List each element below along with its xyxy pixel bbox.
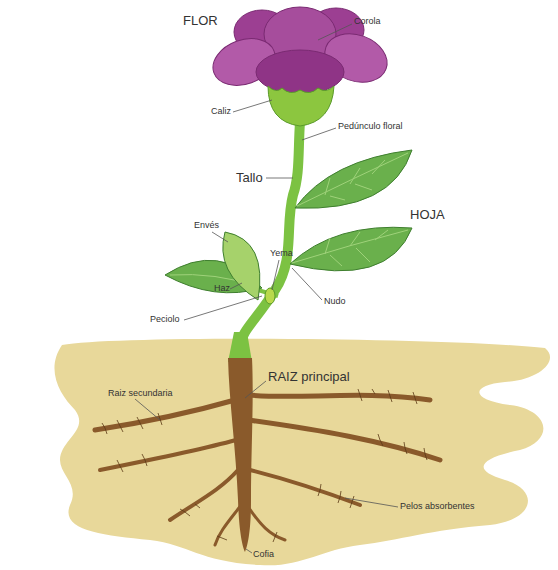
stem — [240, 122, 300, 345]
part-label: Pedúnculo floral — [338, 122, 403, 132]
part-label: Envés — [194, 221, 219, 231]
part-heading: FLOR — [183, 14, 218, 28]
leaf-vein — [292, 230, 408, 266]
part-label: Pelos absorbentes — [400, 502, 475, 512]
part-label: Corola — [354, 17, 381, 27]
part-label: Yema — [270, 249, 293, 259]
bud — [265, 288, 275, 304]
main-root — [228, 358, 253, 552]
leaf — [295, 150, 412, 208]
part-heading: Tallo — [236, 171, 263, 185]
calyx — [268, 86, 334, 126]
leaf — [290, 227, 412, 271]
stem-base — [228, 332, 252, 362]
part-label: Raiz secundaria — [108, 389, 173, 399]
soil — [54, 339, 550, 566]
root-hairs — [102, 389, 427, 542]
part-label: Peciolo — [150, 315, 180, 325]
leaf-vein — [297, 153, 408, 206]
part-label: Haz — [214, 284, 230, 294]
roots — [95, 395, 440, 545]
part-label: Caliz — [211, 107, 231, 117]
leader-lines — [135, 24, 398, 553]
part-heading: HOJA — [410, 208, 445, 222]
part-heading: RAIZ principal — [268, 370, 350, 384]
part-label: Nudo — [324, 297, 346, 307]
part-label: Cofia — [253, 550, 274, 560]
corolla — [206, 7, 394, 94]
